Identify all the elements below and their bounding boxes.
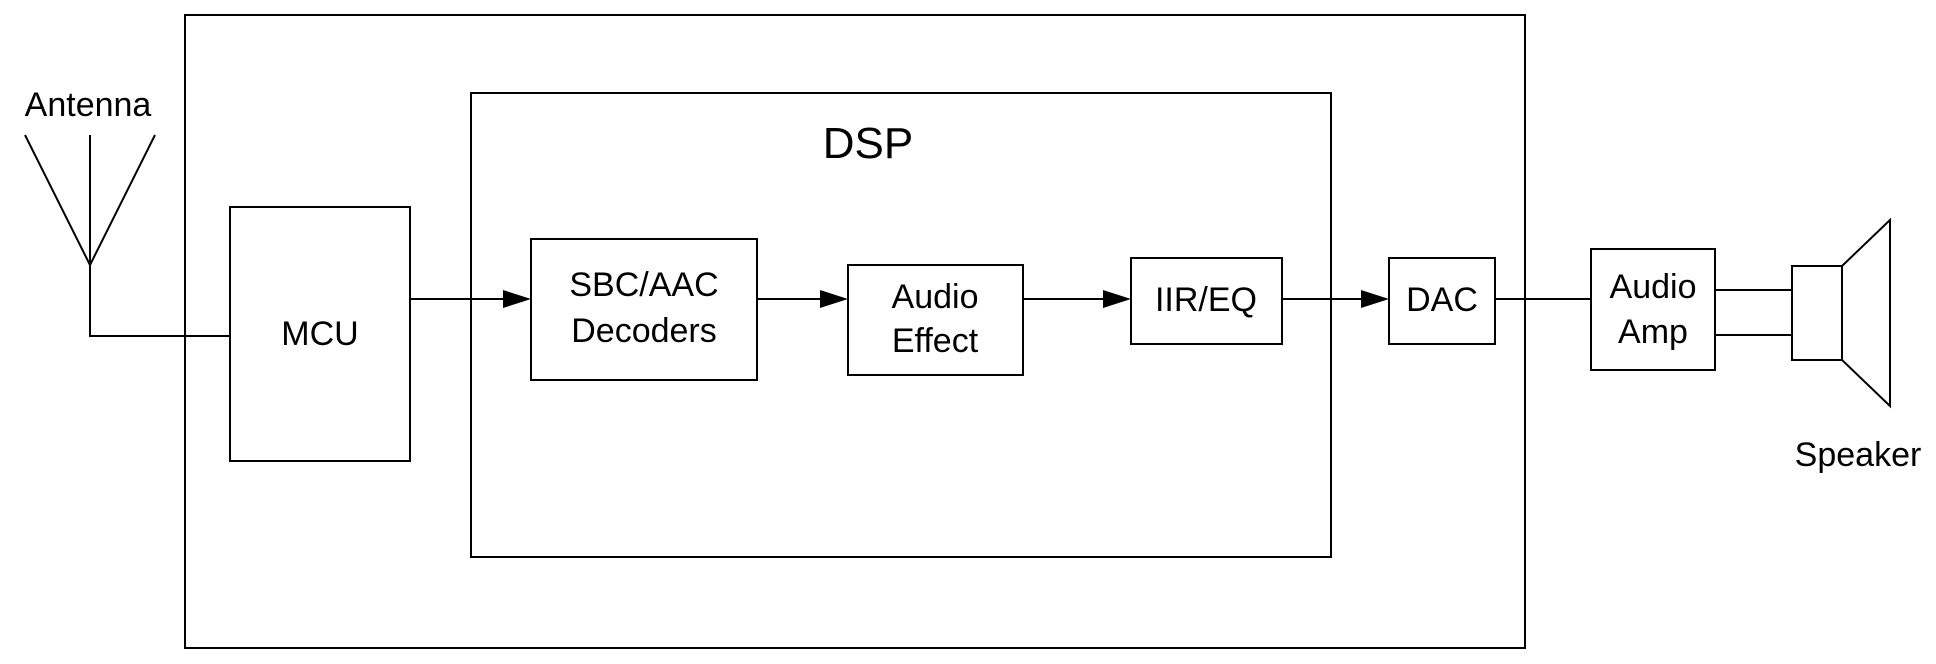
antenna-label: Antenna [25, 86, 152, 124]
antenna-icon [24, 134, 156, 266]
decoders-block [530, 238, 758, 381]
dac-block [1388, 257, 1496, 345]
eq-block [1130, 257, 1283, 345]
amp-label-line2: Amp [1618, 313, 1688, 351]
mcu-block [229, 206, 411, 462]
dsp-boundary [470, 92, 1332, 558]
amp-label-line1: Audio [1610, 268, 1697, 306]
amp-block [1590, 248, 1716, 371]
arrow-to-eq [1103, 290, 1131, 308]
eq-label: IIR/EQ [1155, 281, 1257, 319]
antenna-to-mcu-wire [89, 265, 230, 337]
dsp-label: DSP [823, 119, 913, 168]
effect-label-line1: Audio [892, 278, 979, 316]
mcu-label: MCU [281, 315, 358, 353]
arrow-to-decoders [503, 290, 531, 308]
speaker-label: Speaker [1795, 436, 1922, 474]
decoders-label-line1: SBC/AAC [569, 266, 718, 304]
effect-label-line2: Effect [892, 322, 979, 360]
decoders-label-line2: Decoders [571, 312, 717, 350]
arrow-to-effect [820, 290, 848, 308]
effect-block [847, 264, 1024, 376]
speaker-icon [1791, 217, 1891, 409]
device-boundary [184, 14, 1526, 649]
dac-label: DAC [1406, 281, 1478, 319]
arrow-to-dac [1361, 290, 1389, 308]
